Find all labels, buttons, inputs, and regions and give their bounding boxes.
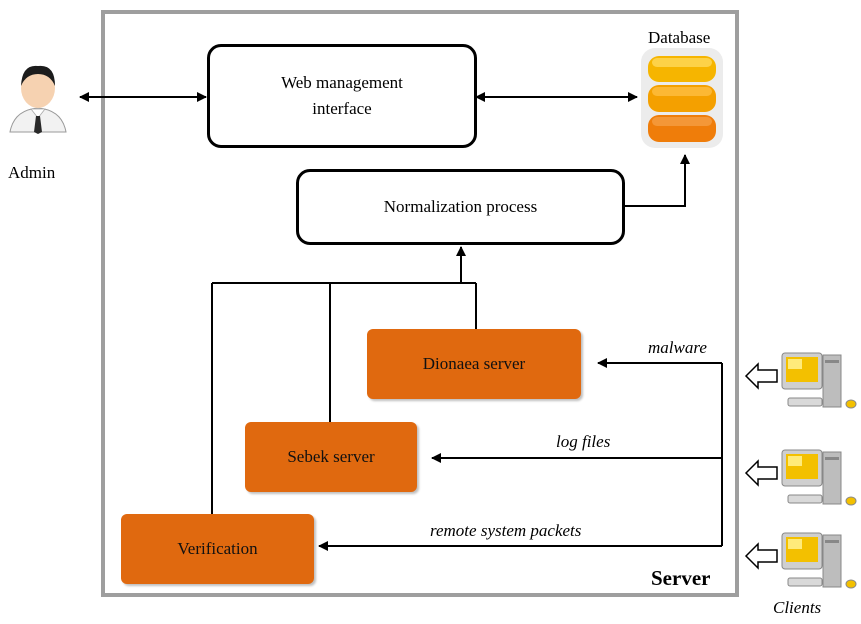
client-computer-2: [744, 449, 857, 506]
normalization-node: Normalization process: [296, 169, 625, 245]
edge-label-log-files: log files: [556, 432, 611, 451]
admin-label: Admin: [8, 163, 56, 182]
edge-label-remote-packets: remote system packets: [430, 521, 582, 540]
admin-person-icon: [9, 65, 67, 134]
database-label: Database: [648, 28, 711, 47]
database-stack-icon: [641, 48, 723, 148]
dionaea-node: Dionaea server: [367, 329, 581, 399]
verification-node: Verification: [121, 514, 314, 584]
client-computer-1: [744, 352, 857, 409]
normalization-label: Normalization process: [383, 197, 538, 216]
web-management-line2: interface: [312, 99, 372, 118]
client-computer-3: [744, 532, 857, 589]
clients-label: Clients: [773, 598, 822, 617]
hollow-arrow-icon: [744, 542, 778, 570]
edge-label-malware: malware: [648, 338, 707, 357]
hollow-arrow-icon: [744, 459, 778, 487]
dionaea-label: Dionaea server: [422, 354, 526, 373]
sebek-node: Sebek server: [245, 422, 417, 492]
web-management-line1: Web management: [281, 73, 403, 92]
server-frame: [101, 10, 739, 597]
sebek-label: Sebek server: [287, 447, 375, 466]
hollow-arrow-icon: [744, 362, 778, 390]
server-label: Server: [651, 566, 711, 590]
web-management-node: Web management interface: [207, 44, 477, 148]
verification-label: Verification: [177, 539, 258, 558]
edge-normalization-database: [624, 154, 690, 207]
